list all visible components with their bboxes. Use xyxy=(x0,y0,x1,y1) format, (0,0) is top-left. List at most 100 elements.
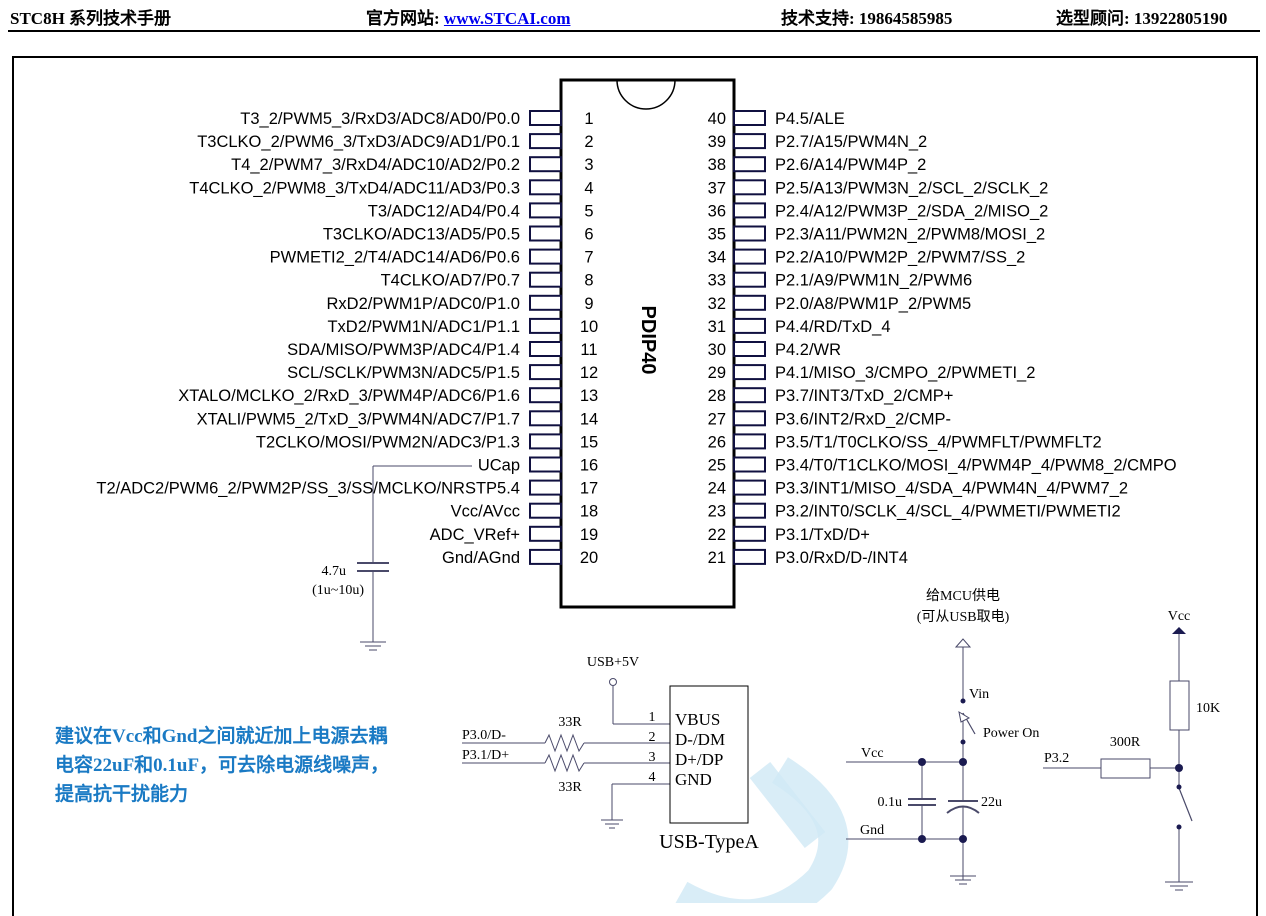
pin-number: 17 xyxy=(580,480,598,498)
pin-box xyxy=(733,341,766,357)
chip-pin-23: P3.2/INT0/SCLK_4/SCL_4/PWMETI/PWMETI2 23 xyxy=(708,502,1121,521)
website-link[interactable]: www.STCAI.com xyxy=(443,9,571,28)
pin-box xyxy=(529,525,562,542)
pin-box xyxy=(529,294,562,311)
pin-box xyxy=(733,202,766,219)
pin-number: 4 xyxy=(584,179,593,197)
pin-label: T3_2/PWM5_3/RxD3/ADC8/AD0/P0.0 xyxy=(240,110,520,128)
pin-number: 32 xyxy=(708,295,726,313)
pin-number: 15 xyxy=(580,433,598,451)
series-r-label: 300R xyxy=(1110,735,1141,750)
pin-box xyxy=(733,364,766,381)
pin-box xyxy=(529,156,562,173)
pin-number: 33 xyxy=(708,272,726,290)
usb-connector xyxy=(669,685,749,824)
pin-box xyxy=(529,133,562,150)
chip-pin-36: P2.4/A12/PWM3P_2/SDA_2/MISO_236 xyxy=(708,202,1048,220)
pin-number: 27 xyxy=(708,410,726,428)
pin-label: P4.5/ALE xyxy=(775,110,845,128)
usb-pin-2: 2 D-/DM xyxy=(649,730,726,749)
usb-pin-number: 2 xyxy=(649,730,656,745)
usb-pin-label: GND xyxy=(675,770,712,789)
pin-label: P4.1/MISO_3/CMPO_2/PWMETI_2 xyxy=(775,364,1035,382)
pin-label: SCL/SCLK/PWM3N/ADC5/P1.5 xyxy=(287,364,520,382)
right-pins: P4.5/ALE40P2.7/A15/PWM4N_239P2.6/A14/PWM… xyxy=(708,110,1177,567)
pin-label: T2/ADC2/PWM6_2/PWM2P/SS_3/SS/MCLKO/NRSTP… xyxy=(96,480,520,498)
chip-pin-26: P3.5/T1/T0CLKO/SS_4/PWMFLT/PWMFLT2 26 xyxy=(708,433,1102,451)
pin-box xyxy=(733,387,766,404)
chip-pin-19: ADC_VRef+19 xyxy=(430,525,598,544)
pin-box xyxy=(529,410,562,427)
pin-label: P2.0/A8/PWM1P_2/PWM5 xyxy=(775,295,971,313)
pin-box xyxy=(733,456,766,473)
pin-number: 6 xyxy=(584,226,593,244)
pin-number: 9 xyxy=(584,295,593,313)
cap-large-label: 22u xyxy=(981,795,1002,810)
pin-number: 23 xyxy=(708,503,726,521)
pin-number: 7 xyxy=(584,249,593,267)
pin-label: P2.6/A14/PWM4P_2 xyxy=(775,156,926,174)
pin-label: P3.5/T1/T0CLKO/SS_4/PWMFLT/PWMFLT2 xyxy=(775,433,1102,451)
ucap-cap-range: (1u~10u) xyxy=(312,583,364,598)
pin-number: 20 xyxy=(580,549,598,567)
pin-box xyxy=(529,364,562,381)
pin-number: 16 xyxy=(580,457,598,475)
chip-package-label: PDIP40 xyxy=(637,306,659,375)
button-junctions xyxy=(1175,764,1183,830)
pin-label: T4CLKO_2/PWM8_3/TxD4/ADC11/AD3/P0.3 xyxy=(189,179,520,197)
pin-box xyxy=(733,248,766,265)
chip-pin-32: P2.0/A8/PWM1P_2/PWM5 32 xyxy=(708,294,971,313)
usb-pin-label: D-/DM xyxy=(675,730,725,749)
ucap-circuit xyxy=(357,465,472,651)
pin-box xyxy=(733,110,766,126)
pin-label: T4_2/PWM7_3/RxD4/ADC10/AD2/P0.2 xyxy=(231,156,520,174)
chip-pin-4: T4CLKO_2/PWM8_3/TxD4/ADC11/AD3/P0.3 4 xyxy=(189,179,594,197)
website-info: 官方网站: www.STCAI.com xyxy=(366,4,570,29)
pin-box xyxy=(529,202,562,219)
pin-number: 2 xyxy=(584,133,593,151)
pin-label: RxD2/PWM1P/ADC0/P1.0 xyxy=(327,295,520,313)
pin-number: 25 xyxy=(708,457,726,475)
pin-number: 14 xyxy=(580,410,598,428)
pin-label: P3.2/INT0/SCLK_4/SCL_4/PWMETI/PWMETI2 xyxy=(775,503,1121,521)
pin-number: 26 xyxy=(708,433,726,451)
usb-supply-label: USB+5V xyxy=(587,655,639,670)
pin-box xyxy=(529,479,562,496)
chip-body xyxy=(559,78,736,609)
power-caption-line1: 给MCU供电 xyxy=(926,588,1000,604)
pin-box xyxy=(733,433,766,450)
power-switch-label[interactable]: Power On xyxy=(983,726,1039,741)
usb-r-bottom: 33R xyxy=(558,780,582,795)
pin-number: 28 xyxy=(708,387,726,405)
consultant-phone: 选型顾问: 13922805190 xyxy=(1056,9,1228,28)
pin-label: TxD2/PWM1N/ADC1/P1.1 xyxy=(327,318,520,336)
pin-box xyxy=(733,548,766,565)
pin-box xyxy=(733,271,766,288)
pin-box xyxy=(529,433,562,450)
pin-number: 36 xyxy=(708,202,726,220)
chip-pin-16: UCap 16 xyxy=(478,456,598,475)
chip-pin-37: P2.5/A13/PWM3N_2/SCL_2/SCLK_237 xyxy=(708,179,1048,197)
pin-box xyxy=(733,317,766,334)
pin-box xyxy=(529,317,562,334)
pin-number: 39 xyxy=(708,133,726,151)
usb-circuit xyxy=(462,678,670,829)
pin-label: UCap xyxy=(478,457,520,475)
pin-label: P3.0/RxD/D-/INT4 xyxy=(775,549,908,567)
schematic-frame xyxy=(12,56,1258,916)
pin-label: P2.3/A11/PWM2N_2/PWM8/MOSI_2 xyxy=(775,226,1045,244)
pin-box xyxy=(529,341,562,357)
ucap-cap-value: 4.7u xyxy=(322,564,347,579)
pin-box xyxy=(733,179,766,196)
